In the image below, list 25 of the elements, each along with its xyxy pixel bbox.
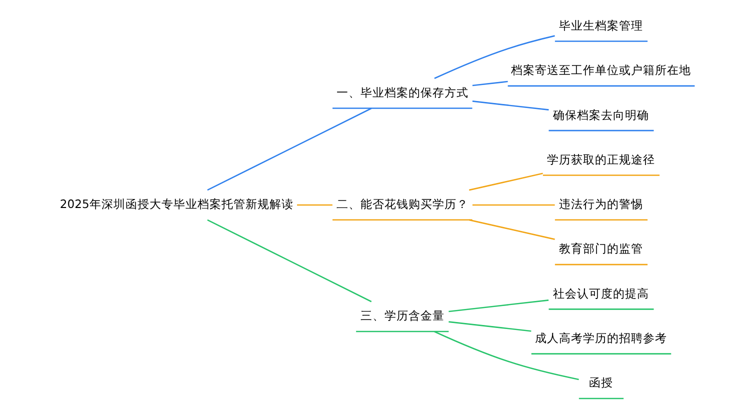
node-text: 违法行为的警惕	[558, 197, 643, 212]
node-text: 二、能否花钱购买学历？	[336, 197, 468, 212]
node-text: 确保档案去向明确	[552, 108, 649, 122]
node-text: 社会认可度的提高	[552, 286, 649, 300]
connector	[472, 100, 548, 110]
connector	[296, 204, 332, 206]
node-text: 教育部门的监管	[558, 242, 643, 256]
node-text: 成人高考学历的招聘参考	[534, 331, 667, 346]
node-text: 学历获取的正规途径	[546, 152, 655, 166]
connector	[468, 172, 542, 191]
connector	[448, 300, 548, 312]
connector	[472, 204, 554, 206]
node-text: 三、学历含金量	[360, 308, 444, 323]
connector	[434, 331, 578, 380]
connector	[434, 35, 554, 79]
connector	[206, 219, 372, 302]
connector	[468, 219, 554, 240]
connector	[472, 80, 508, 86]
node-text: 档案寄送至工作单位或户籍所在地	[510, 63, 691, 78]
connector	[448, 321, 531, 332]
node-text: 2025年深圳函授大专毕业档案托管新规解读	[59, 197, 293, 212]
node-text: 一、毕业档案的保存方式	[336, 85, 468, 100]
node-text: 毕业生档案管理	[558, 18, 643, 32]
connector	[206, 108, 372, 191]
node-text: 函授	[588, 376, 613, 390]
